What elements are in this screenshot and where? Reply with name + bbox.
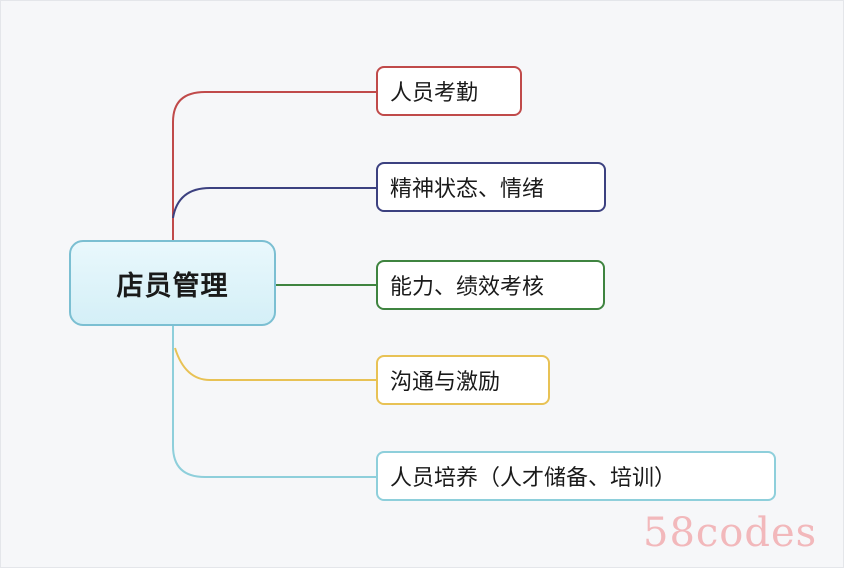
connector-line-5 <box>172 326 376 478</box>
branch-node-performance: 能力、绩效考核 <box>376 260 605 310</box>
connector-line-4 <box>174 347 376 381</box>
branch-node-attendance: 人员考勤 <box>376 66 522 116</box>
connector-line-1 <box>172 91 376 240</box>
watermark: 58codes <box>643 510 818 556</box>
branch-node-training: 人员培养（人才储备、培训） <box>376 451 776 501</box>
connector-line-2 <box>172 187 376 219</box>
root-node: 店员管理 <box>69 240 276 326</box>
branch-node-mental-state: 精神状态、情绪 <box>376 162 606 212</box>
branch-node-communication: 沟通与激励 <box>376 355 550 405</box>
